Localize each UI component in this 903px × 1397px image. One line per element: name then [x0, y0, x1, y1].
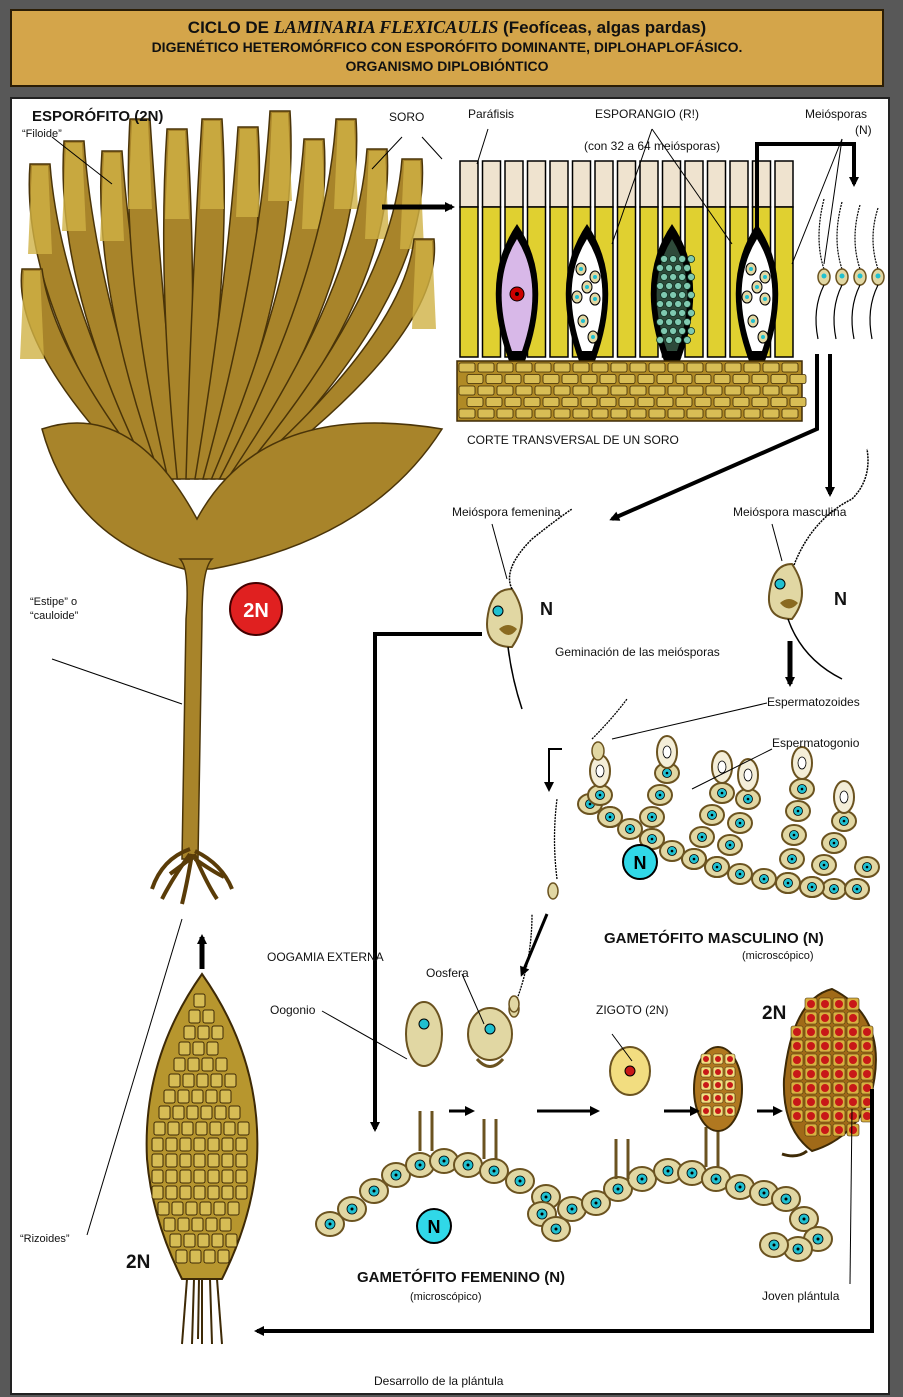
- label-espermatogonio: Espermatogonio: [772, 736, 859, 750]
- label-oogonio: Oogonio: [270, 1003, 315, 1017]
- label-microscopico-f: (microscópico): [410, 1291, 482, 1303]
- label-n-femenina: N: [540, 599, 553, 620]
- sorus-patch: [100, 153, 124, 241]
- sporophyte-plant: [20, 111, 442, 904]
- sorus-patch: [412, 241, 436, 329]
- sorus-patch: [62, 143, 86, 231]
- label-esporangio-note: (con 32 a 64 meiósporas): [584, 139, 720, 153]
- title-species: LAMINARIA FLEXICAULIS: [274, 17, 499, 37]
- sorus-patch: [236, 129, 260, 217]
- label-estipe-1: “Estipe” o: [30, 596, 77, 608]
- label-parafisis: Paráfisis: [468, 107, 514, 121]
- label-microscopico-m: (microscópico): [742, 950, 814, 962]
- sorus-basal-tissue: [457, 361, 806, 421]
- title-suffix: (Feofíceas, algas pardas): [498, 18, 706, 37]
- diagram-title: CICLO DE LAMINARIA FLEXICAULIS (Feofícea…: [12, 17, 882, 38]
- label-espermatozoides: Espermatozoides: [767, 695, 860, 709]
- subtitle-line-1: DIGENÉTICO HETEROMÓRFICO CON ESPORÓFITO …: [12, 38, 882, 57]
- female-gametophyte: [316, 989, 876, 1261]
- male-gametophyte: [578, 736, 879, 899]
- badge-2n-text: 2N: [243, 600, 269, 622]
- badge-n-male-text: N: [634, 853, 647, 873]
- label-gametofito-masculino: GAMETÓFITO MASCULINO (N): [604, 930, 824, 947]
- title-prefix: CICLO DE: [188, 18, 274, 37]
- label-meiospora-femenina: Meióspora femenina: [452, 505, 561, 519]
- meiospores-group: [816, 199, 884, 339]
- swimming-spermatozoids: [517, 699, 627, 999]
- label-zigoto: ZIGOTO (2N): [596, 1003, 668, 1017]
- label-2n-right: 2N: [762, 1003, 786, 1025]
- label-gametofito-femenino: GAMETÓFITO FEMENINO (N): [357, 1269, 565, 1286]
- label-meiosporas-n: (N): [855, 123, 872, 137]
- holdfast-rhizoids: [152, 849, 232, 904]
- sorus-patch: [28, 166, 52, 254]
- label-corte: CORTE TRANSVERSAL DE UN SORO: [467, 433, 679, 447]
- young-sporophyte-plantlet: [147, 974, 258, 1344]
- label-rizoides: “Rizoides”: [20, 1233, 70, 1245]
- label-esporangio: ESPORANGIO (R!): [595, 107, 699, 121]
- label-meiosporas: Meiósporas: [805, 107, 867, 121]
- male-meiospore: [769, 449, 868, 679]
- sorus-patch: [334, 121, 358, 209]
- sorus-cross-section: [457, 159, 806, 421]
- sorus-patch: [268, 113, 292, 201]
- label-joven-plantula: Joven plántula: [762, 1289, 839, 1303]
- label-2n-bottom: 2N: [126, 1252, 150, 1274]
- subtitle-line-2: ORGANISMO DIPLOBIÓNTICO: [12, 57, 882, 76]
- label-esporofito: ESPORÓFITO (2N): [32, 108, 163, 125]
- label-germinacion: Geminación de las meiósporas: [555, 645, 720, 659]
- label-estipe-2: “cauloide”: [30, 610, 78, 622]
- label-desarrollo: Desarrollo de la plántula: [374, 1374, 503, 1388]
- sorus-patch: [128, 121, 152, 209]
- badge-n-female-text: N: [428, 1217, 441, 1237]
- label-meiospora-masculina: Meióspora masculina: [733, 505, 846, 519]
- stipe: [180, 559, 212, 859]
- sorus-patch: [165, 131, 189, 219]
- label-oosfera: Oosfera: [426, 966, 469, 980]
- sorus-patch: [200, 121, 224, 209]
- diagram-panel: 2N: [10, 97, 890, 1395]
- sorus-patch: [20, 271, 44, 359]
- label-oogamia: OOGAMIA EXTERNA: [267, 950, 384, 964]
- label-n-masculina: N: [834, 589, 847, 610]
- female-meiospore: [487, 509, 572, 709]
- title-banner: CICLO DE LAMINARIA FLEXICAULIS (Feofícea…: [10, 9, 884, 87]
- label-soro: SORO: [389, 110, 424, 124]
- life-cycle-illustration: 2N: [12, 99, 888, 1393]
- label-filoide: “Filoide”: [22, 128, 62, 140]
